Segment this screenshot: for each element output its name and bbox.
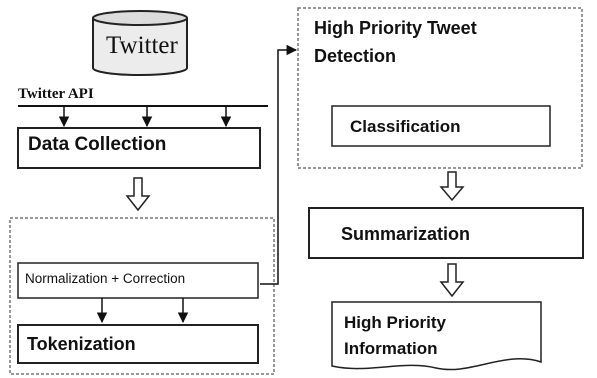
hollow-arrow-1 xyxy=(125,177,151,212)
output-document-shape xyxy=(331,301,542,371)
classification-box xyxy=(331,105,551,147)
summarization-label: Summarization xyxy=(341,224,471,244)
output-label: High Priority Information xyxy=(344,313,447,358)
data-collection-box xyxy=(17,127,261,169)
preprocessing-group xyxy=(9,217,275,375)
twitter-api-connector xyxy=(18,105,268,128)
hollow-arrow-3 xyxy=(439,263,465,298)
normalization-box xyxy=(17,262,259,299)
tokenization-box xyxy=(17,324,259,364)
twitter-source-label: Twitter xyxy=(106,32,178,59)
tokenization-label: Tokenization xyxy=(27,334,136,354)
twitter-database-icon xyxy=(92,10,188,76)
normalization-tokenization-arrows xyxy=(96,298,189,324)
detection-group xyxy=(297,7,583,169)
summarization-box xyxy=(308,207,584,259)
classification-label: Classification xyxy=(350,117,461,136)
normalization-to-detection-connector xyxy=(260,44,298,285)
normalization-label: Normalization + Correction xyxy=(25,271,186,286)
hollow-arrow-2 xyxy=(439,171,465,202)
data-collection-label: Data Collection xyxy=(28,134,167,155)
detection-title: High Priority Tweet Detection xyxy=(314,18,477,66)
twitter-api-label: Twitter API xyxy=(18,86,94,102)
